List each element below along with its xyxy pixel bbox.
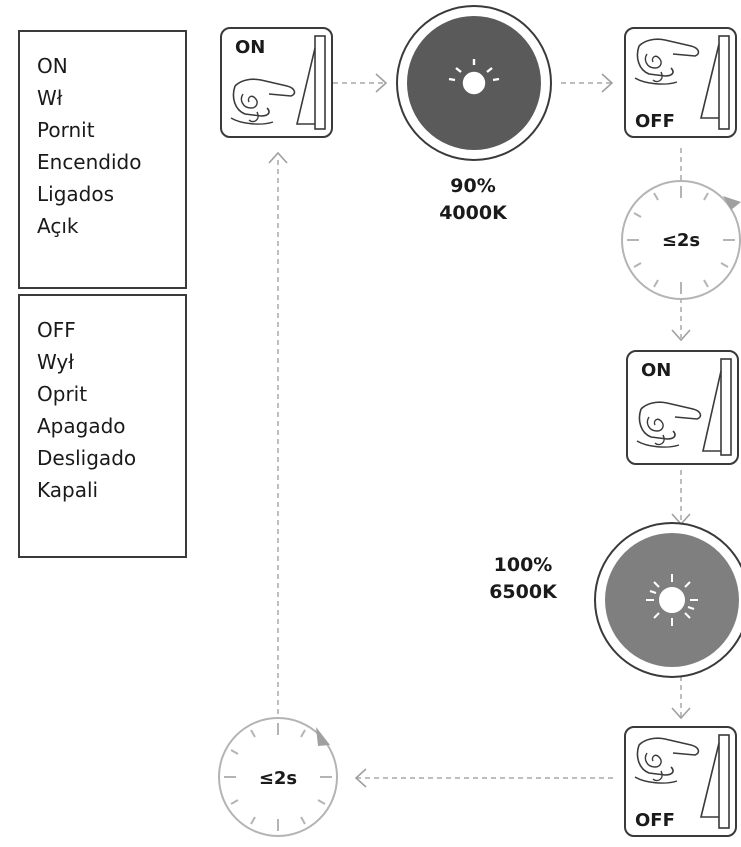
on-word-pt: Ligados	[37, 182, 115, 206]
lamp-2	[594, 522, 741, 678]
on-word-en: ON	[37, 54, 68, 78]
lamp-1	[396, 5, 552, 161]
connector-lines	[277, 82, 682, 779]
timer-arrow-icon	[723, 196, 741, 210]
off-word-tr: Kapali	[37, 478, 99, 502]
off-word-pl: Wył	[37, 350, 74, 374]
timer-1: ≤2s	[621, 180, 741, 300]
lamp-2-brightness: 100%	[493, 554, 553, 576]
timer-label: ≤2s	[259, 768, 297, 789]
off-word-es: Apagado	[37, 414, 126, 438]
timer-2: ≤2s	[218, 717, 338, 837]
chevron-down-icon	[671, 707, 691, 720]
switch-label: ON	[641, 360, 671, 381]
switch-on-press-1: ON	[220, 27, 333, 138]
chevron-right-icon	[601, 73, 614, 93]
chevron-up-icon	[268, 151, 288, 164]
switch-off-press-1: OFF	[624, 27, 737, 138]
off-word-en: OFF	[37, 318, 76, 342]
on-word-pl: Wł	[37, 86, 63, 110]
off-translations-box: OFF Wył Oprit Apagado Desligado Kapali	[18, 294, 187, 558]
switch-on-press-2: ON	[626, 350, 739, 465]
sun-icon	[646, 574, 698, 626]
lamp-1-values: 90% 4000K	[418, 173, 528, 227]
sun-icon	[448, 59, 500, 95]
off-word-pt: Desligado	[37, 446, 137, 470]
on-word-ro: Pornit	[37, 118, 95, 142]
timer-label: ≤2s	[662, 230, 700, 251]
chevron-down-icon	[671, 329, 691, 342]
lamp-1-brightness: 90%	[450, 175, 496, 197]
lamp-2-values: 100% 6500K	[468, 552, 578, 606]
on-word-es: Encendido	[37, 150, 142, 174]
switch-label: ON	[235, 37, 265, 58]
switch-label: OFF	[635, 111, 675, 132]
on-translations-box: ON Wł Pornit Encendido Ligados Açık	[18, 30, 187, 289]
switch-off-press-2: OFF	[624, 726, 737, 837]
off-word-ro: Oprit	[37, 382, 88, 406]
chevron-right-icon	[375, 73, 388, 93]
timer-arrow-icon	[316, 727, 330, 746]
on-word-tr: Açık	[37, 214, 79, 238]
chevron-left-icon	[354, 768, 367, 788]
lamp-2-color-temp: 6500K	[489, 581, 557, 603]
lamp-1-color-temp: 4000K	[439, 202, 507, 224]
switch-label: OFF	[635, 810, 675, 831]
